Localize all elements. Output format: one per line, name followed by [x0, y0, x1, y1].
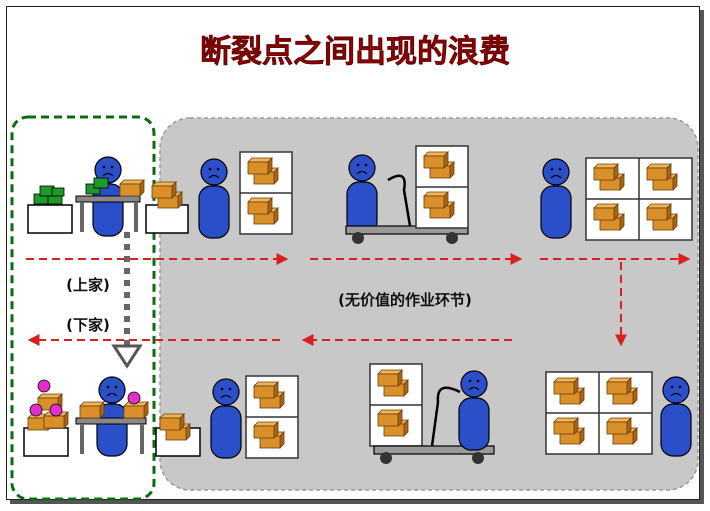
box-icon	[79, 401, 105, 419]
hand-cart-icon	[370, 364, 495, 464]
storage-rack	[546, 372, 652, 454]
storage-rack	[240, 152, 292, 234]
storage-rack	[246, 376, 298, 458]
worker-icon	[210, 378, 242, 459]
storage-rack	[370, 364, 422, 446]
upstream-label: (上家)	[66, 276, 110, 294]
hand-cart-icon	[345, 146, 468, 244]
box-icon	[119, 179, 145, 197]
non-value-label: (无价值的作业环节)	[338, 291, 472, 309]
box-icon	[123, 401, 149, 419]
worker-icon	[198, 158, 230, 239]
output-bin	[145, 204, 189, 234]
upstream-station	[27, 156, 189, 237]
worker-icon	[660, 376, 692, 457]
parts-bin	[27, 204, 73, 234]
worker-icon	[458, 370, 490, 451]
pink-part-icon	[127, 391, 141, 405]
green-part-icon	[85, 177, 109, 195]
green-part-icon	[33, 185, 65, 205]
page-title: 断裂点之间出现的浪费	[200, 34, 510, 70]
pink-part-icon	[29, 379, 63, 417]
worker-icon	[346, 154, 378, 235]
worker-icon	[540, 158, 572, 239]
downstream-station	[23, 376, 201, 457]
downstream-label: (下家)	[66, 316, 110, 334]
parts-bin	[23, 427, 69, 457]
storage-rack	[586, 158, 692, 240]
storage-rack	[416, 146, 468, 228]
